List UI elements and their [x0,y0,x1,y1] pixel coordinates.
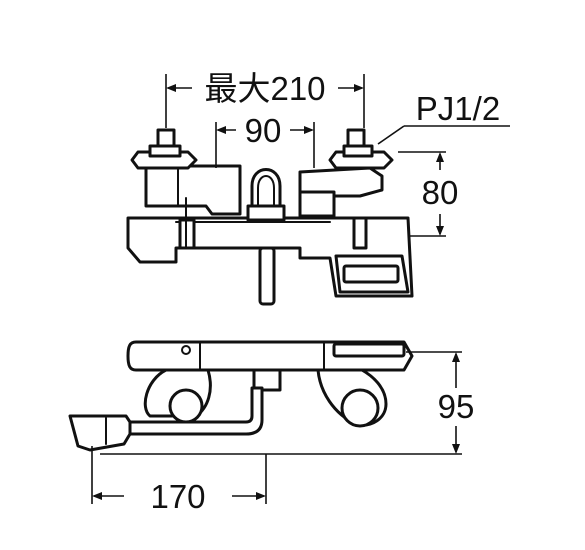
front-left-valve-box [144,164,242,216]
dim-max-width-label: 最大210 [204,70,325,107]
dim-depth-label: 95 [438,388,475,425]
side-spout-head [68,414,132,452]
side-view [68,340,414,452]
dim-height-label: 80 [422,174,459,211]
front-downpipe [258,246,276,306]
dim-center-spacing-label: 90 [245,112,282,149]
dim-spout-length-label: 170 [150,478,205,515]
dim-thread-label: PJ1/2 [416,90,500,127]
front-view [126,128,414,306]
dimension-lines [91,74,510,504]
